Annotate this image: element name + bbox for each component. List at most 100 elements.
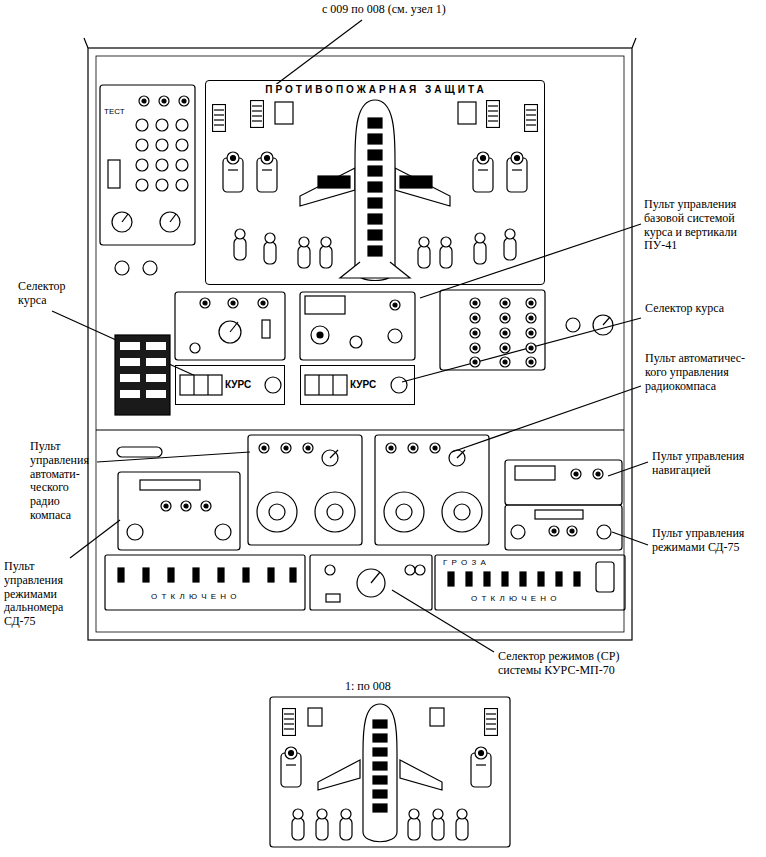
lower-section-art <box>535 510 583 519</box>
lower-section-art <box>571 469 581 479</box>
inset-fire-panel <box>373 762 387 770</box>
row-two-panels <box>500 343 510 353</box>
bottom-strips <box>556 572 562 586</box>
lower-section-art <box>117 447 162 457</box>
row-two-panels <box>305 296 345 314</box>
black-switch-block <box>115 335 170 415</box>
inset-fire-panel <box>485 709 498 736</box>
lower-section-art <box>386 443 396 453</box>
leader-lines <box>608 462 648 476</box>
lower-section-art <box>322 450 338 466</box>
course-selector-art <box>305 375 347 395</box>
course-selector-art <box>180 375 407 395</box>
fire-protection-art <box>507 152 527 192</box>
row-two-panels <box>526 328 536 338</box>
row-two-panels <box>317 332 323 338</box>
outer-frame <box>96 56 624 632</box>
left-upper-panel <box>176 159 188 171</box>
lower-section-art <box>515 466 555 480</box>
bottom-strips <box>435 555 625 610</box>
lower-section-art <box>597 525 611 539</box>
row-two-panels <box>219 321 241 343</box>
lower-section-art <box>593 469 603 479</box>
fire-protection-art <box>458 102 476 124</box>
fire-protection-art <box>368 246 382 256</box>
fire-protection-art <box>395 168 450 206</box>
fire-protection-art <box>368 182 382 192</box>
lower-section-art <box>384 492 424 532</box>
fire-protection-art <box>368 214 382 224</box>
bottom-strips <box>448 572 454 586</box>
callout-label: Пульт управления навигацией <box>652 450 762 478</box>
course-selector-art <box>265 377 281 393</box>
row-two-panels <box>526 343 536 353</box>
callout-label: Селектор курса <box>645 302 724 316</box>
lower-section-art <box>181 501 191 511</box>
lower-section-art <box>454 504 470 520</box>
bottom-strips <box>574 572 580 586</box>
left-upper-panel <box>136 179 148 191</box>
black-switch-block <box>120 390 140 398</box>
left-upper-panel <box>156 159 168 171</box>
leader-lines <box>452 386 641 452</box>
callout-label: Пульт управления режимами дальномера СД-… <box>4 560 84 629</box>
fire-protection-art <box>340 262 410 278</box>
fire-protection-art <box>473 152 493 192</box>
inset-fire-panel <box>408 809 420 840</box>
row-two-panels <box>470 328 480 338</box>
inset-fire-panel <box>373 720 387 728</box>
left-upper-panel <box>100 85 195 245</box>
row-two-panels <box>500 357 510 367</box>
row-two-panels <box>470 298 480 308</box>
inset-fire-panel <box>270 697 510 847</box>
fire-protection-art <box>251 101 264 128</box>
fire-protection-panel: ПРОТИВОПОЖАРНАЯ ЗАЩИТА <box>205 80 545 285</box>
lower-section-art <box>127 524 143 540</box>
left-upper-panel <box>143 261 157 275</box>
bottom-strips <box>310 555 432 610</box>
outer-frame <box>88 48 632 640</box>
selector-label: КУРС <box>225 379 251 391</box>
lower-section-art <box>259 443 269 453</box>
black-switch-block <box>146 374 166 382</box>
course-selector-art <box>180 375 222 395</box>
lower-section-art <box>315 492 355 532</box>
fire-protection-art <box>368 134 382 144</box>
row-two-panels <box>593 315 613 335</box>
callout-label: Селектор курса <box>18 280 78 308</box>
bottom-strips <box>243 568 249 582</box>
lower-section-art <box>457 450 465 458</box>
row-two-panels <box>262 320 270 338</box>
left-upper-panel <box>156 179 168 191</box>
fire-protection-art <box>213 105 226 132</box>
inset-fire-panel <box>400 760 442 790</box>
lower-section-art <box>161 501 171 511</box>
bottom-strips <box>371 572 380 583</box>
lower-section-art <box>140 480 200 490</box>
left-upper-panel <box>136 139 148 151</box>
left-upper-panel <box>115 261 129 275</box>
left-upper-panel <box>122 214 128 222</box>
lower-section-art <box>201 501 211 511</box>
outer-frame <box>632 38 636 48</box>
bottom-strips <box>168 568 174 582</box>
left-upper-panel <box>176 119 188 131</box>
bottom-strips <box>502 572 508 586</box>
row-two-panels <box>526 298 536 308</box>
fire-protection-art <box>400 176 432 188</box>
row-two-panels <box>228 298 238 308</box>
lower-section-art <box>505 505 622 550</box>
black-switch-block <box>146 358 166 366</box>
lower-section-art <box>396 504 412 520</box>
course-selector: КУРС <box>300 365 415 405</box>
inset-fire-panel <box>340 809 352 840</box>
inset-fire-panel <box>373 804 387 812</box>
row-two-panels <box>500 298 510 308</box>
bottom-strips <box>357 569 385 597</box>
inset-fire-panel <box>281 747 301 787</box>
lower-section-art <box>269 504 285 520</box>
black-switch-block <box>115 335 170 415</box>
row-two-panels <box>175 292 285 360</box>
